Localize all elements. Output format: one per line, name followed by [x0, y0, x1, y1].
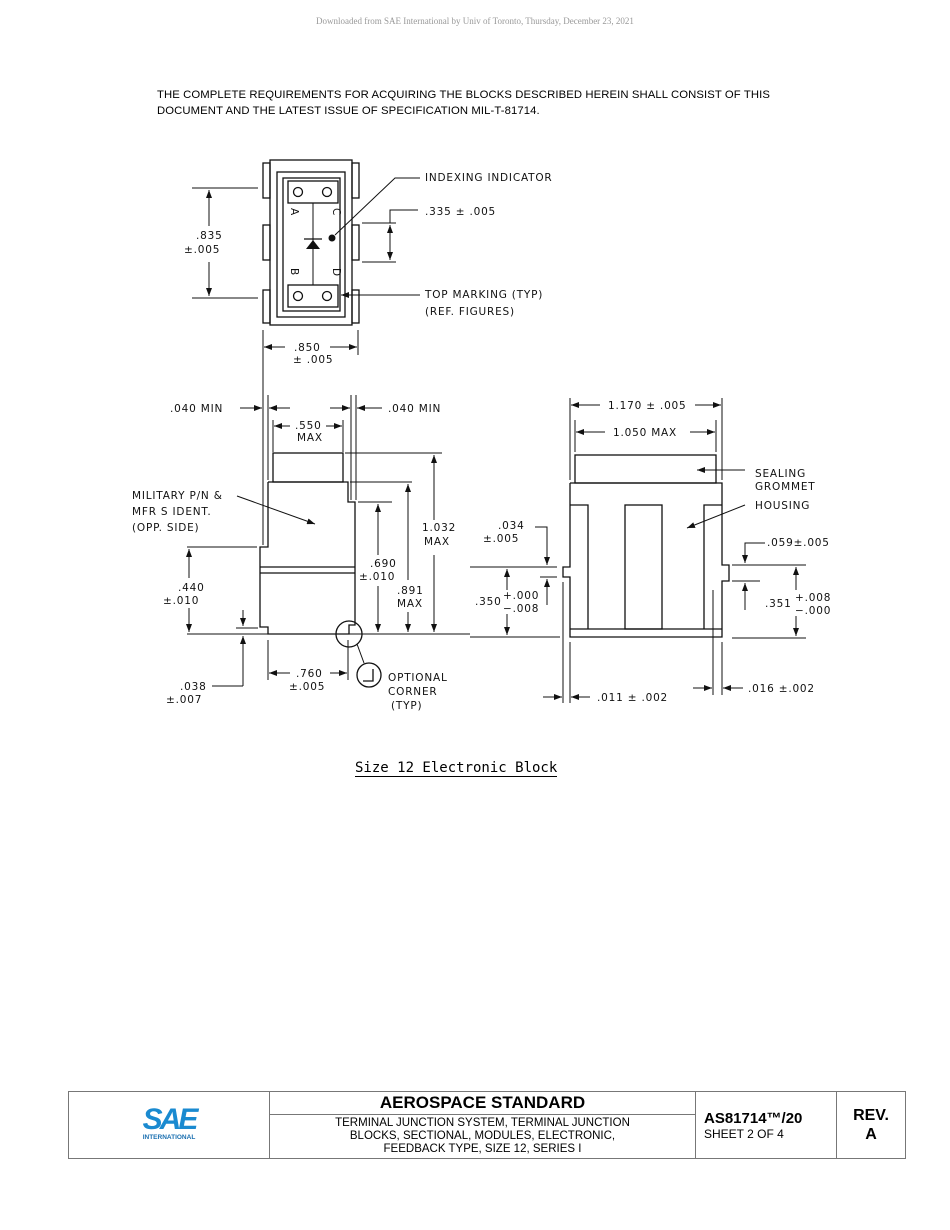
- indexing-label: INDEXING INDICATOR: [425, 172, 553, 184]
- dim-016: .016 ±.002: [748, 683, 815, 695]
- dim-350-minus: −.008: [503, 603, 539, 615]
- intro-line: DOCUMENT AND THE LATEST ISSUE OF SPECIFI…: [157, 105, 540, 117]
- dim-440: .440: [178, 582, 205, 594]
- dim-550-max: MAX: [297, 432, 323, 444]
- figure-caption: Size 12 Electronic Block: [355, 760, 558, 777]
- front-view: .040 MIN .040 MIN .550 MAX MILITARY P/N …: [132, 360, 470, 712]
- dim-850-tol: ± .005: [293, 354, 333, 366]
- dim-891-max: MAX: [397, 598, 423, 610]
- dim-1050: 1.050 MAX: [613, 427, 677, 439]
- dim-440-tol: ±.010: [163, 595, 199, 607]
- sae-logo: SAE INTERNATIONAL: [142, 1103, 199, 1142]
- dim-011: .011 ± .002: [597, 692, 668, 704]
- dim-1170: 1.170 ± .005: [608, 400, 687, 412]
- dim-891: .891: [397, 585, 424, 597]
- dim-760-tol: ±.005: [289, 681, 325, 693]
- dim-040-min-left: .040 MIN: [170, 403, 223, 415]
- pin-label: B: [288, 268, 300, 276]
- sealing-grommet-label: GROMMET: [755, 481, 815, 493]
- doc-cell: AS81714™/20 SHEET 2 OF 4: [695, 1091, 837, 1159]
- description-line: BLOCKS, SECTIONAL, MODULES, ELECTRONIC,: [349, 1130, 616, 1142]
- rev-cell: REV. A: [836, 1091, 906, 1159]
- dim-690-tol: ±.010: [359, 571, 395, 583]
- military-pn-label: MFR S IDENT.: [132, 506, 212, 518]
- document-number: AS81714™/20: [704, 1109, 803, 1127]
- dim-351: .351: [765, 598, 792, 610]
- logo-subtext: INTERNATIONAL: [142, 1134, 196, 1141]
- dim-850: .850: [294, 342, 321, 354]
- top-view: A C B D .835 ±.005 INDEXING INDICATOR .3…: [184, 159, 553, 366]
- dim-038-tol: ±.007: [166, 694, 202, 706]
- military-pn-label: MILITARY P/N &: [132, 490, 223, 502]
- dim-835-tol: ±.005: [184, 244, 220, 256]
- dim-351-minus: −.000: [795, 605, 831, 617]
- diode-icon: [306, 240, 320, 249]
- housing-label: HOUSING: [755, 500, 810, 512]
- optional-corner-label: (TYP): [391, 700, 422, 712]
- indexing-dot: [328, 234, 336, 242]
- logo-mark: SAE: [142, 1103, 199, 1136]
- requirements-note: THE COMPLETE REQUIREMENTS FOR ACQUIRING …: [157, 87, 770, 119]
- title-block: SAE INTERNATIONAL AEROSPACE STANDARD TER…: [68, 1091, 906, 1159]
- dim-335: .335 ± .005: [425, 206, 496, 218]
- standard-title: AEROSPACE STANDARD: [270, 1092, 695, 1115]
- pin-label: D: [330, 268, 342, 277]
- top-marking-label: TOP MARKING (TYP): [424, 289, 543, 301]
- dim-351-plus: +.008: [795, 592, 831, 604]
- logo-cell: SAE INTERNATIONAL: [68, 1091, 270, 1159]
- military-pn-label: (OPP. SIDE): [132, 522, 199, 534]
- pin-label: A: [288, 208, 300, 216]
- sheet-number: SHEET 2 OF 4: [704, 1126, 784, 1141]
- download-watermark: Downloaded from SAE International by Uni…: [316, 16, 634, 26]
- dim-690: .690: [370, 558, 397, 570]
- standard-description: TERMINAL JUNCTION SYSTEM, TERMINAL JUNCT…: [270, 1115, 695, 1156]
- intro-line: THE COMPLETE REQUIREMENTS FOR ACQUIRING …: [157, 89, 770, 101]
- revision-label: REV.: [853, 1107, 889, 1124]
- revision-value: A: [865, 1126, 877, 1143]
- side-view: 1.170 ± .005 1.050 MAX SEALING GROMMET H…: [470, 398, 831, 704]
- dim-550: .550: [295, 420, 322, 432]
- description-line: TERMINAL JUNCTION SYSTEM, TERMINAL JUNCT…: [335, 1117, 630, 1129]
- dim-350-plus: +.000: [503, 590, 539, 602]
- dim-059: .059±.005: [767, 537, 830, 549]
- pin-label: C: [330, 208, 342, 216]
- description-line: FEEDBACK TYPE, SIZE 12, SERIES I: [383, 1143, 582, 1155]
- ref-figures-label: (REF. FIGURES): [425, 306, 515, 318]
- dim-034: .034: [498, 520, 525, 532]
- dim-350: .350: [475, 596, 502, 608]
- dim-835: .835: [196, 230, 223, 242]
- dim-040-min-right: .040 MIN: [388, 403, 441, 415]
- title-cell: AEROSPACE STANDARD TERMINAL JUNCTION SYS…: [269, 1091, 696, 1159]
- optional-corner-label: CORNER: [388, 686, 437, 698]
- dim-038: .038: [180, 681, 207, 693]
- dim-760: .760: [296, 668, 323, 680]
- dim-1032-max: MAX: [424, 536, 450, 548]
- optional-corner-label: OPTIONAL: [388, 672, 448, 684]
- dim-034-tol: ±.005: [483, 533, 519, 545]
- sealing-grommet-label: SEALING: [755, 468, 806, 480]
- dim-1032: 1.032: [422, 522, 456, 534]
